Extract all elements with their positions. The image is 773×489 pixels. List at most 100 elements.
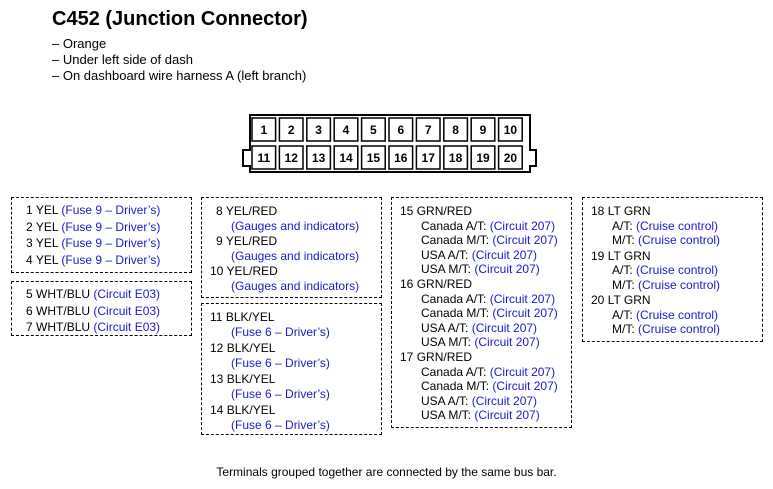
terminal-cavity (470, 145, 496, 170)
terminal-cavity (443, 117, 469, 142)
wire-color: WHT/BLU (36, 287, 91, 301)
terminal-number: 8 (452, 123, 459, 137)
circuit-reference: (Circuit 207) (492, 306, 558, 320)
variant-label: A/T: (612, 263, 633, 277)
circuit-reference: (Cruise control) (638, 277, 721, 292)
terminal-entry: 20 LT GRN (591, 293, 651, 307)
variant-line: A/T: (Cruise control) (612, 219, 718, 233)
circuit-reference: (Fuse 9 – Driver’s) (61, 252, 161, 267)
terminal-number: 5 (370, 123, 377, 137)
circuit-reference: (Circuit 207) (471, 247, 538, 262)
circuit-reference: (Circuit 207) (474, 408, 540, 422)
terminal-entry-number: 15 (400, 204, 414, 218)
terminal-entry-number: 13 (210, 372, 224, 386)
circuit-reference: (Circuit 207) (471, 393, 538, 408)
variant-label: Canada M/T: (421, 306, 490, 320)
terminal-number: 9 (480, 123, 487, 137)
variant-line: Canada A/T: (Circuit 207) (421, 292, 555, 306)
terminal-cavity (278, 117, 304, 142)
wire-color: YEL (35, 252, 59, 267)
wire-color: BLK/YEL (225, 310, 275, 324)
variant-label: Canada M/T: (421, 233, 490, 247)
terminal-cavity (333, 145, 359, 170)
circuit-reference: (Circuit 207) (489, 364, 556, 379)
variant-line: Canada M/T: (Circuit 207) (421, 306, 558, 320)
terminal-number: 2 (288, 123, 295, 137)
variant-line: M/T: (Cruise control) (612, 278, 720, 292)
circuit-reference: (Fuse 6 – Driver’s) (231, 418, 330, 432)
circuit-reference: (Cruise control) (636, 307, 719, 322)
variant-label: Canada A/T: (421, 291, 487, 306)
terminal-number: 20 (504, 151, 518, 165)
terminal-number: 18 (449, 151, 463, 165)
terminal-number: 14 (339, 151, 353, 165)
circuit-reference: (Cruise control) (636, 263, 719, 277)
terminal-entry-number: 17 (400, 350, 414, 364)
terminal-entry: 7 WHT/BLU (Circuit E03) (26, 320, 160, 334)
variant-line: Canada A/T: (Circuit 207) (421, 219, 555, 233)
terminal-entry: 13 BLK/YEL (210, 372, 275, 386)
wire-color: LT GRN (607, 293, 651, 307)
circuit-reference: (Circuit E03) (93, 303, 161, 318)
variant-label: USA M/T: (421, 335, 472, 349)
circuit-reference: (Circuit 207) (474, 335, 540, 349)
variant-line: A/T: (Cruise control) (612, 308, 718, 322)
terminal-cavity (306, 145, 332, 170)
terminal-number: 6 (397, 123, 404, 137)
variant-label: Canada M/T: (421, 379, 490, 393)
variant-line: M/T: (Cruise control) (612, 233, 720, 247)
wire-color: YEL (35, 236, 59, 250)
terminal-cavity (251, 117, 277, 142)
variant-line: A/T: (Cruise control) (612, 263, 718, 277)
terminal-entry-number: 5 (26, 287, 33, 301)
variant-line: Canada A/T: (Circuit 207) (421, 365, 555, 379)
wire-color: LT GRN (607, 204, 651, 218)
page-title: C452 (Junction Connector) (52, 8, 308, 30)
variant-label: USA A/T: (421, 393, 469, 408)
circuit-reference: (Cruise control) (638, 233, 721, 247)
variant-label: Canada A/T: (421, 218, 487, 233)
variant-line: USA A/T: (Circuit 207) (421, 321, 537, 335)
circuit-reference: (Fuse 6 – Driver’s) (231, 356, 330, 370)
terminal-cavity (388, 145, 414, 170)
terminal-entry-number: 3 (26, 236, 33, 250)
wire-color: WHT/BLU (36, 320, 91, 334)
terminal-number: 4 (343, 123, 350, 137)
circuit-reference: (Fuse 9 – Driver’s) (61, 236, 161, 250)
terminal-cavity (333, 117, 359, 142)
terminal-entry-number: 20 (591, 293, 605, 307)
terminal-entry: 17 GRN/RED (400, 350, 472, 364)
variant-label: USA M/T: (421, 262, 472, 276)
group-wht-blu: 5 WHT/BLU (Circuit E03)6 WHT/BLU (Circui… (11, 281, 192, 336)
terminal-number: 19 (476, 151, 490, 165)
terminal-entry-number: 7 (26, 320, 33, 334)
terminal-entry: 5 WHT/BLU (Circuit E03) (26, 287, 160, 301)
terminal-entry-number: 14 (210, 403, 224, 417)
terminal-cavity (470, 117, 496, 142)
circuit-reference: (Fuse 6 – Driver’s) (231, 387, 330, 401)
wire-color: LT GRN (607, 248, 651, 263)
variant-label: M/T: (612, 277, 635, 292)
terminal-entry: 6 WHT/BLU (Circuit E03) (26, 304, 160, 318)
terminal-cavity (497, 117, 523, 142)
terminal-entry-number: 11 (210, 310, 223, 324)
circuit-reference: (Circuit E03) (93, 287, 161, 301)
terminal-entry: 9 YEL/RED (216, 234, 277, 248)
variant-line: USA M/T: (Circuit 207) (421, 262, 540, 276)
terminal-cavity (278, 145, 304, 170)
terminal-entry: 12 BLK/YEL (210, 341, 275, 355)
wire-color: YEL/RED (225, 234, 278, 248)
circuit-reference: (Gauges and indicators) (231, 279, 360, 293)
terminal-cavity (360, 145, 386, 170)
terminal-entry: 4 YEL (Fuse 9 – Driver’s) (26, 253, 160, 267)
terminal-number: 12 (285, 151, 299, 165)
wire-color: YEL (35, 203, 59, 217)
terminal-entry-number: 6 (26, 303, 33, 318)
terminal-entry-number: 19 (591, 248, 605, 263)
variant-label: USA M/T: (421, 408, 472, 422)
wire-color: BLK/YEL (226, 341, 276, 355)
circuit-reference: (Cruise control) (638, 322, 721, 336)
circuit-reference: (Fuse 6 – Driver’s) (231, 325, 330, 339)
